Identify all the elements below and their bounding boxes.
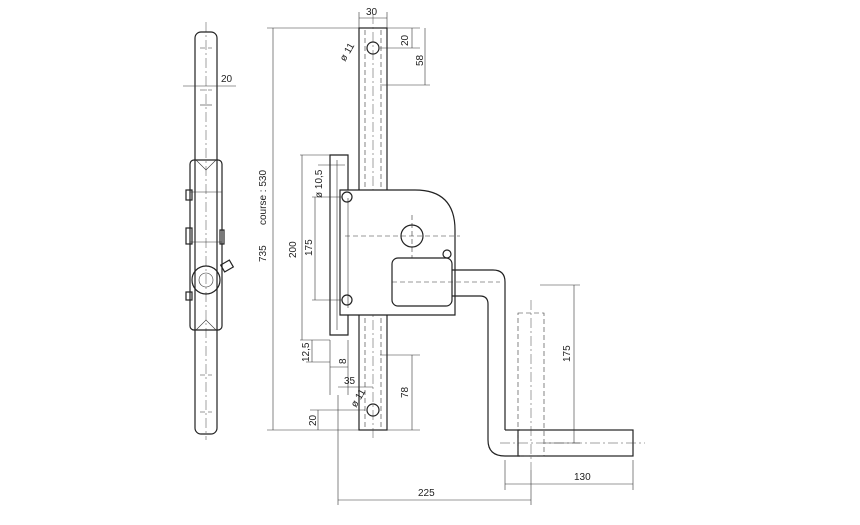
- dim-pin-span: 175: [304, 239, 315, 256]
- front-view: [329, 14, 645, 470]
- dim-handle-height: 175: [562, 345, 573, 362]
- dim-hole-offset-top: 20: [400, 34, 411, 46]
- dim-bar-width: 30: [366, 7, 378, 18]
- dim-side-bar-width: 20: [221, 74, 233, 85]
- dim-bracket-thickness: 8: [338, 358, 349, 364]
- dim-bracket-offset-x: 35: [344, 376, 356, 387]
- hole-bottom: [366, 403, 380, 417]
- dim-hole-offset-bottom: 20: [308, 414, 319, 426]
- side-view: 20: [183, 22, 236, 440]
- dim-bracket-height: 200: [288, 241, 299, 258]
- dim-hole-dia-top: ø 11: [338, 41, 357, 64]
- dim-hole-dia-bottom: ø 11: [349, 387, 368, 410]
- dim-bracket-offset: 12,5: [301, 342, 312, 362]
- dim-hole-span-top: 58: [415, 54, 426, 66]
- dim-stroke: course : 530: [258, 170, 269, 225]
- dim-total-height: 735: [258, 245, 269, 262]
- hole-top: [366, 41, 380, 55]
- dim-handle-reach: 225: [418, 488, 435, 499]
- dim-handle-grip: 130: [574, 472, 591, 483]
- dim-hole-span-bottom: 78: [400, 386, 411, 398]
- dim-pin-dia: ø 10,5: [314, 169, 325, 198]
